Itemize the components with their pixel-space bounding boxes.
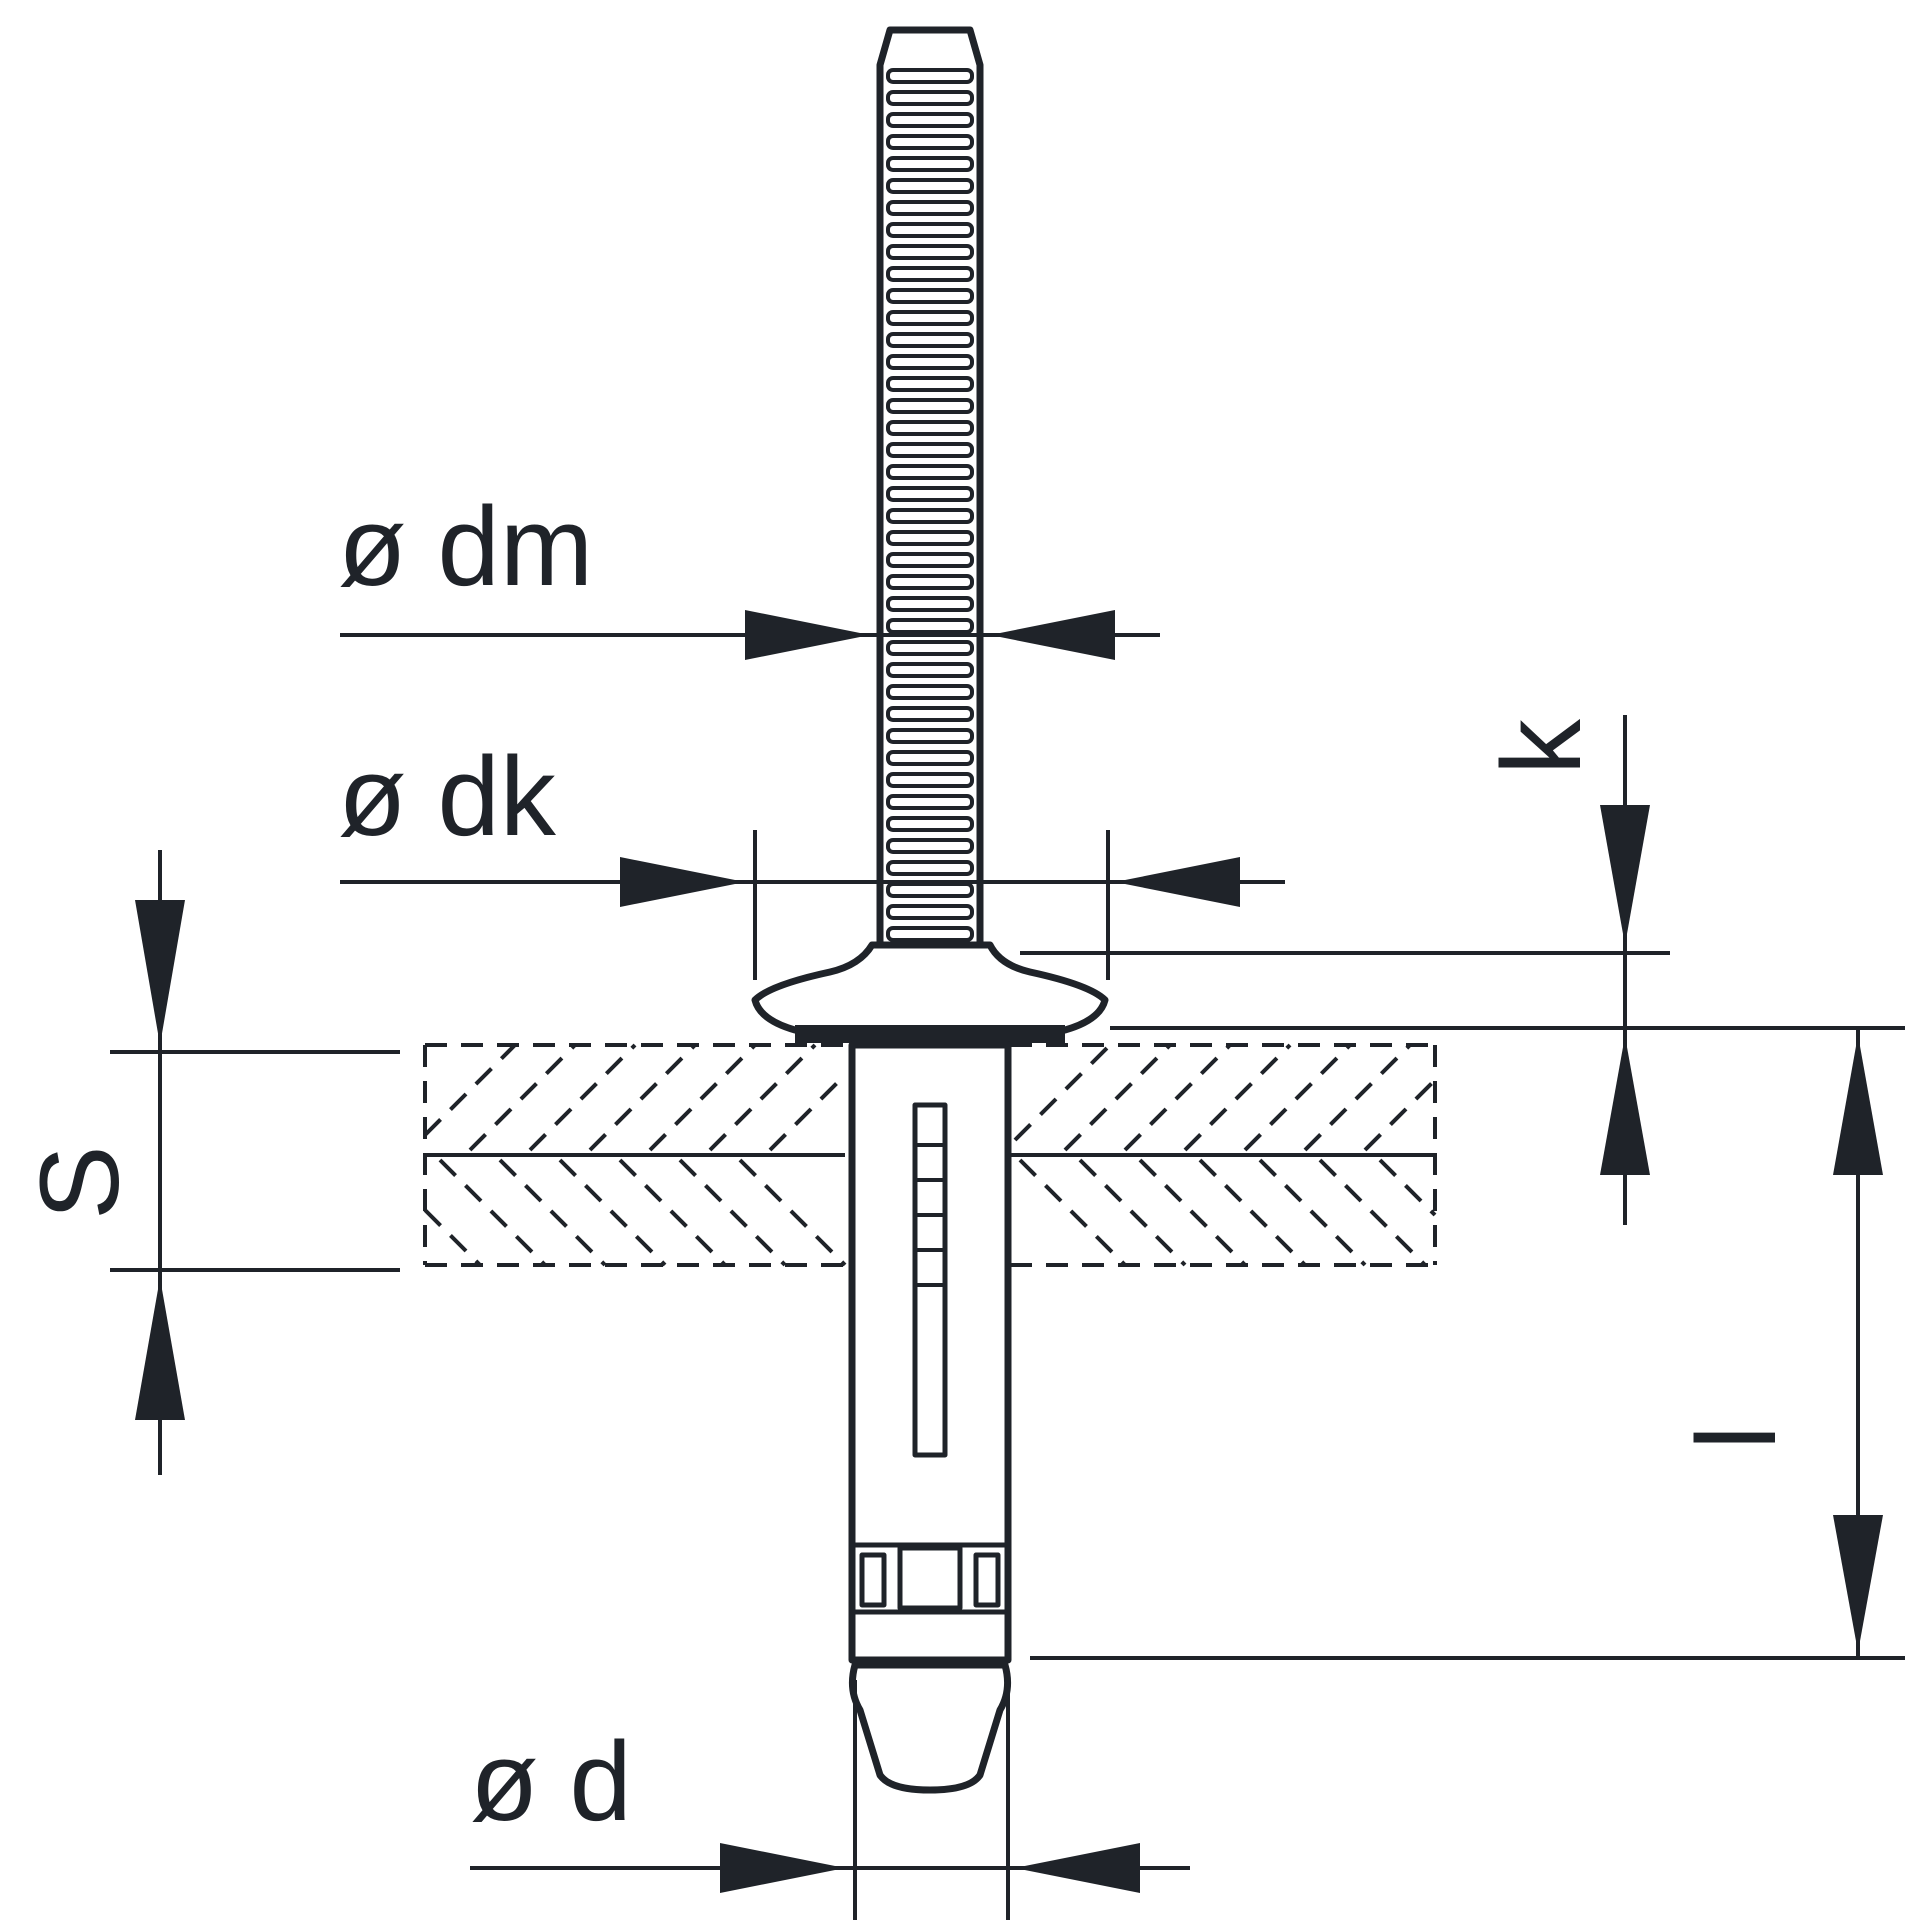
mandrel-rib <box>886 574 974 590</box>
mandrel-rib <box>886 486 974 502</box>
k-arrow-bottom <box>1600 1036 1650 1175</box>
mandrel-rib <box>886 508 974 524</box>
s-arrow-top <box>135 900 185 1045</box>
material-left <box>423 1043 847 1267</box>
mandrel-rib <box>886 926 974 942</box>
dk-arrow-left <box>620 857 745 907</box>
material-layers <box>423 1043 1437 1267</box>
mandrel-rib <box>886 222 974 238</box>
mandrel-rib <box>886 684 974 700</box>
dimension-k: k <box>1020 715 1905 1225</box>
dm-label: ø dm <box>338 484 593 609</box>
rivet-head <box>751 941 1109 1043</box>
mandrel-rib <box>886 530 974 546</box>
dimension-l: l <box>1030 1030 1905 1660</box>
mandrel-rib <box>886 332 974 348</box>
material-right <box>1010 1043 1437 1267</box>
mandrel-rib <box>886 596 974 612</box>
dimension-s: S <box>17 850 400 1475</box>
rivet-body <box>848 1041 1012 1664</box>
rivet-slot <box>912 1102 948 1458</box>
mandrel-rib <box>886 706 974 722</box>
dm-arrow-right <box>990 610 1115 660</box>
mandrel-rib <box>886 112 974 128</box>
mandrel-rib <box>886 904 974 920</box>
mandrel <box>876 26 984 949</box>
mandrel-rib <box>886 354 974 370</box>
mandrel-rib <box>886 90 974 106</box>
dimension-d: ø d <box>470 1680 1190 1920</box>
dk-arrow-right <box>1115 857 1240 907</box>
mandrel-rib <box>886 618 974 634</box>
mandrel-rib <box>886 398 974 414</box>
mandrel-rib <box>886 772 974 788</box>
dm-arrow-left <box>745 610 870 660</box>
mandrel-rib <box>886 816 974 832</box>
dimension-dm: ø dm <box>338 484 1160 660</box>
rivet-window-left <box>859 1552 887 1608</box>
dimension-dk: ø dk <box>338 734 1285 980</box>
mandrel-tip <box>848 1661 1012 1794</box>
mandrel-rib <box>886 640 974 656</box>
l-arrow-bottom <box>1833 1515 1883 1652</box>
mandrel-rib <box>886 376 974 392</box>
mandrel-rib <box>886 266 974 282</box>
mandrel-rib <box>886 420 974 436</box>
mandrel-ribs <box>886 68 974 942</box>
mandrel-rib <box>886 838 974 854</box>
dk-label: ø dk <box>338 734 557 859</box>
s-arrow-bottom <box>135 1278 185 1420</box>
mandrel-rib <box>886 244 974 260</box>
mandrel-rib <box>886 200 974 216</box>
mandrel-rib <box>886 882 974 898</box>
mandrel-rib <box>886 728 974 744</box>
mandrel-rib <box>886 750 974 766</box>
s-label: S <box>17 1145 142 1220</box>
rivet-window-center <box>897 1545 963 1611</box>
l-label: l <box>1674 1425 1799 1450</box>
mandrel-rib <box>886 310 974 326</box>
mandrel-rib <box>886 442 974 458</box>
mandrel-rib <box>886 464 974 480</box>
k-label: k <box>1479 718 1604 775</box>
mandrel-rib <box>886 552 974 568</box>
d-label: ø d <box>470 1719 632 1844</box>
d-arrow-right <box>1015 1843 1140 1893</box>
mandrel-rib <box>886 178 974 194</box>
rivet-window-right <box>973 1552 1001 1608</box>
mandrel-rib <box>886 68 974 84</box>
mandrel-rib <box>886 662 974 678</box>
mandrel-rib <box>886 794 974 810</box>
mandrel-rib <box>886 156 974 172</box>
d-arrow-left <box>720 1843 845 1893</box>
rivet-head-seal <box>795 1025 1065 1043</box>
mandrel-rib <box>886 288 974 304</box>
k-arrow-top <box>1600 805 1650 945</box>
mandrel-rib <box>886 860 974 876</box>
l-arrow-top <box>1833 1035 1883 1175</box>
mandrel-rib <box>886 134 974 150</box>
